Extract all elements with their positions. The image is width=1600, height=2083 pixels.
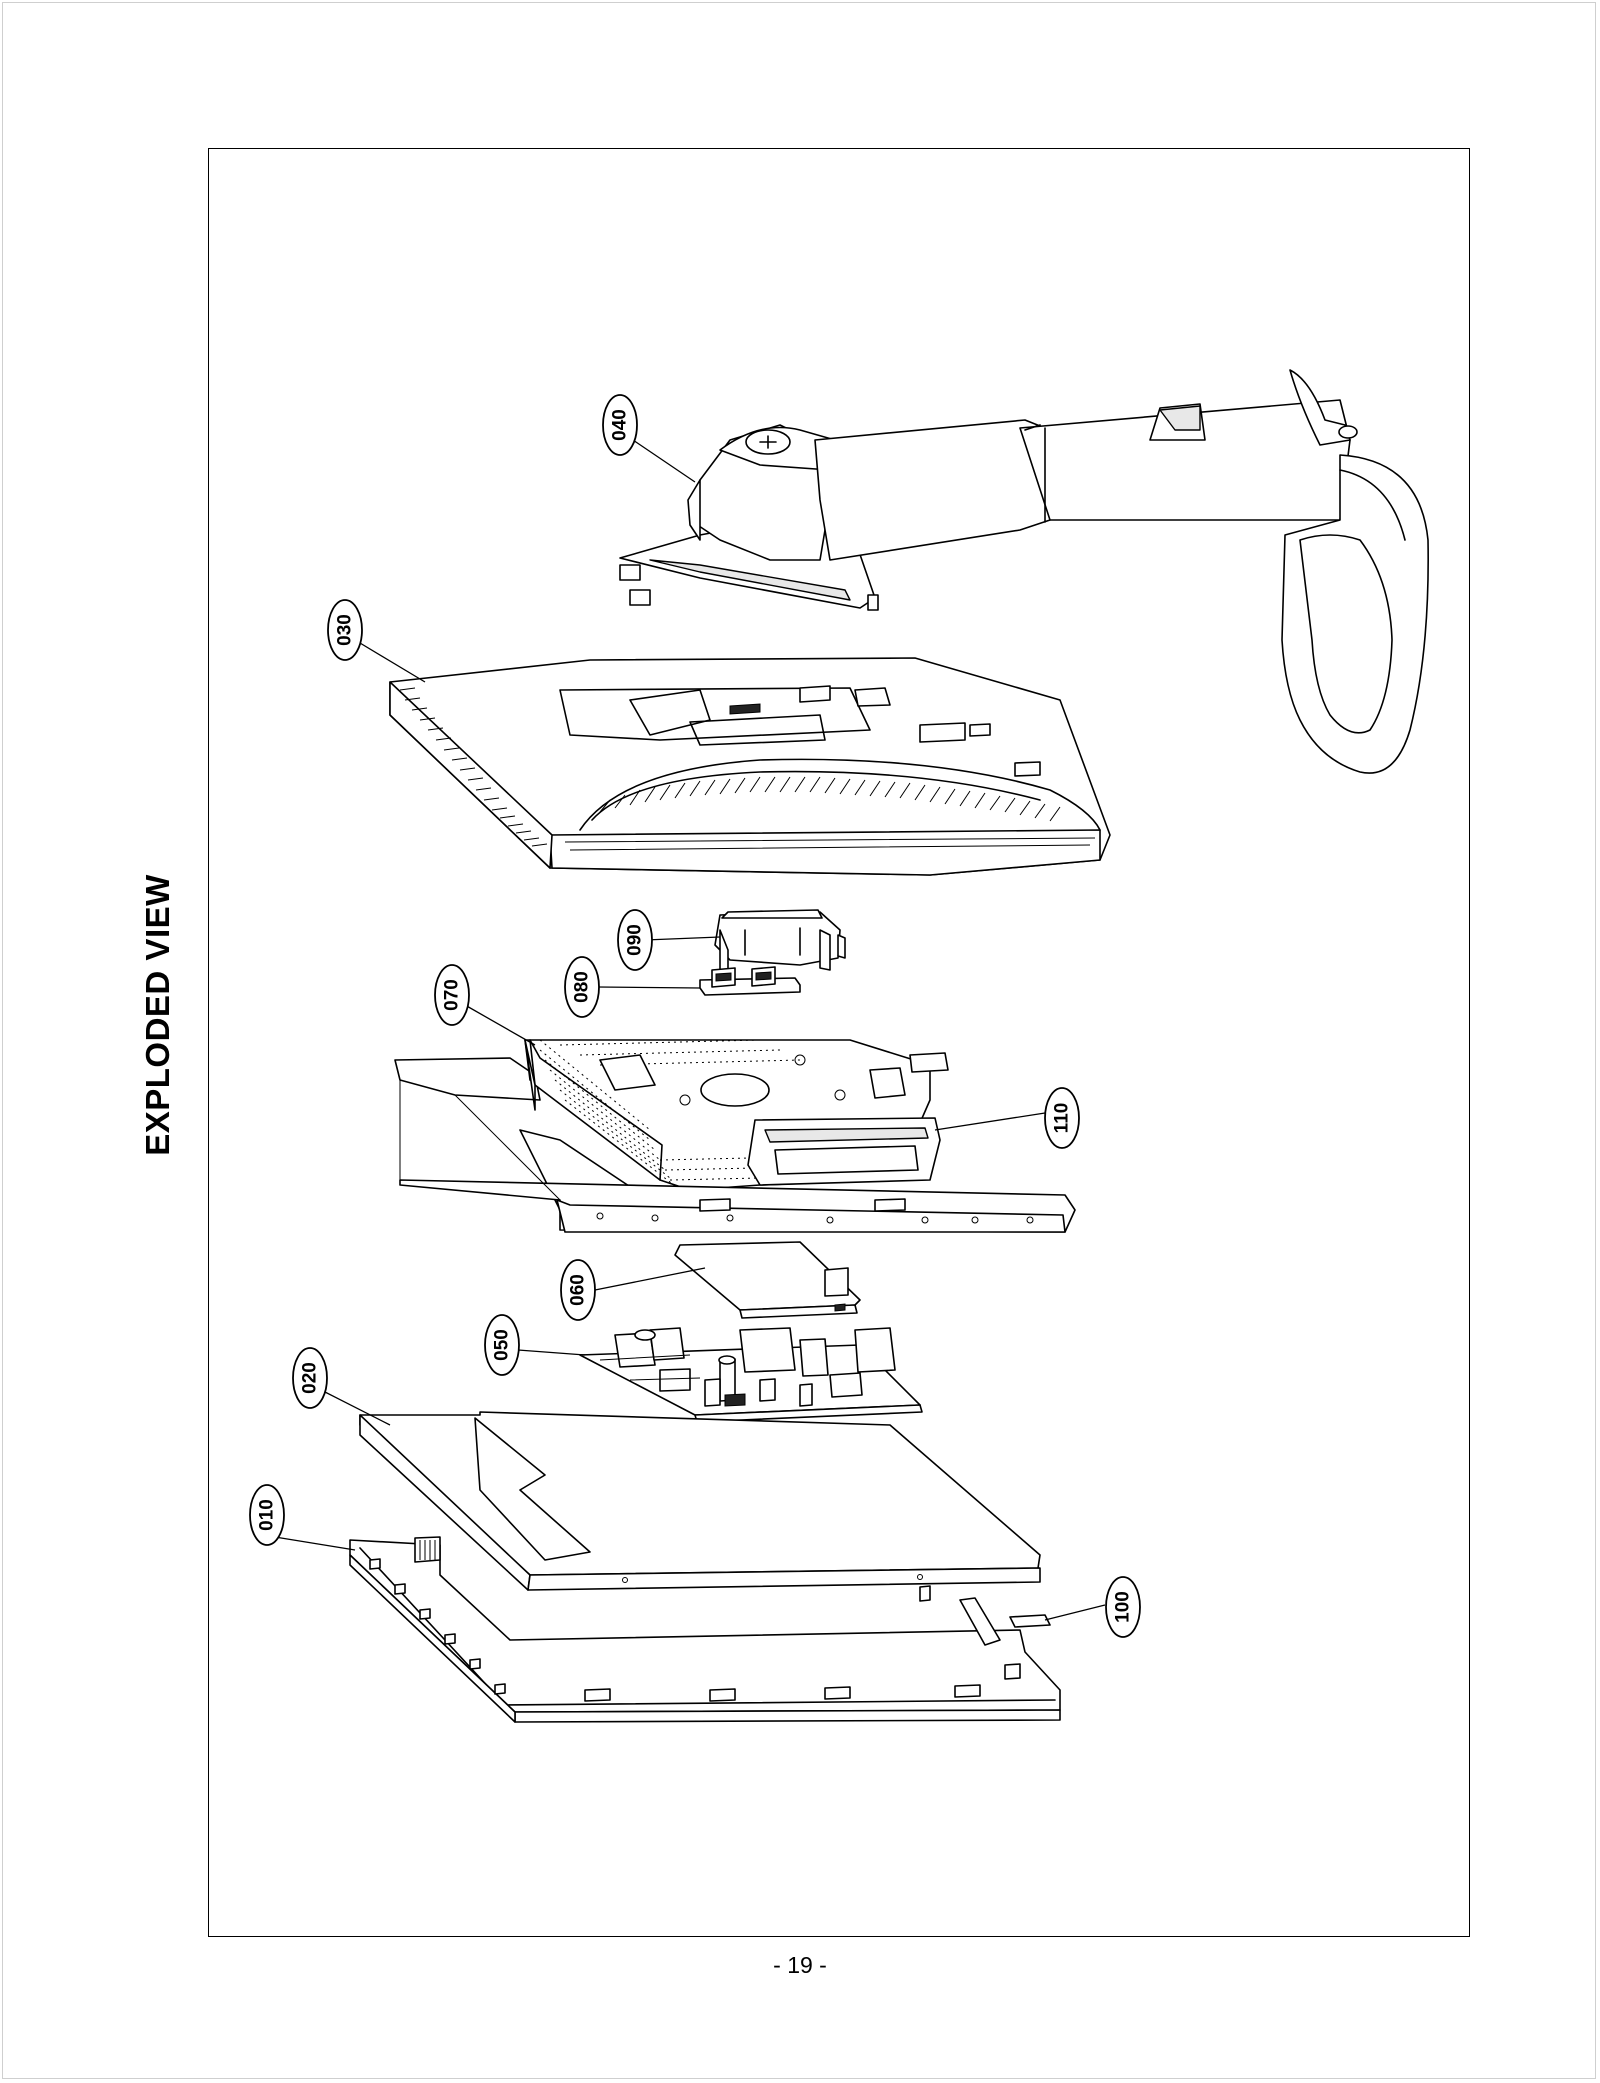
callout-110: 110 xyxy=(1044,1087,1080,1149)
part-050-power-board xyxy=(579,1327,923,1423)
callout-040: 040 xyxy=(602,394,638,456)
callout-060: 060 xyxy=(560,1259,596,1321)
svg-text:030: 030 xyxy=(335,614,356,646)
svg-text:070: 070 xyxy=(442,979,463,1011)
svg-text:060: 060 xyxy=(568,1274,589,1306)
svg-text:080: 080 xyxy=(572,971,593,1003)
back-cover-vent-slots xyxy=(599,776,1061,822)
part-090-bracket xyxy=(714,909,846,976)
page-number: - 19 - xyxy=(773,1952,827,1978)
leader-lines xyxy=(274,437,1106,1621)
part-080-small-board xyxy=(699,966,801,996)
svg-text:040: 040 xyxy=(610,409,631,441)
svg-text:110: 110 xyxy=(1052,1103,1073,1134)
callout-020: 020 xyxy=(292,1347,328,1409)
callout-030: 030 xyxy=(327,599,363,661)
callout-080: 080 xyxy=(564,956,600,1018)
part-060-pcb xyxy=(674,1241,861,1319)
part-100-small-part xyxy=(1009,1614,1051,1628)
callout-100: 100 xyxy=(1105,1576,1141,1638)
callout-070: 070 xyxy=(434,964,470,1026)
svg-text:100: 100 xyxy=(1113,1591,1134,1623)
part-110-speaker-cover xyxy=(747,1067,941,1186)
part-070-chassis xyxy=(394,1039,1076,1233)
callout-090: 090 xyxy=(617,909,653,971)
svg-text:050: 050 xyxy=(492,1329,513,1361)
part-030-back-cover xyxy=(389,657,1111,876)
part-010-front-bezel xyxy=(349,1536,1061,1723)
svg-text:090: 090 xyxy=(625,924,646,956)
part-020-lcd-panel xyxy=(359,1411,1041,1591)
svg-text:020: 020 xyxy=(300,1362,321,1394)
callout-010: 010 xyxy=(249,1484,285,1546)
bezel-clips xyxy=(369,1558,981,1702)
svg-text:010: 010 xyxy=(257,1499,278,1531)
diagram-frame xyxy=(208,148,1470,1937)
part-040-wall-arm xyxy=(619,369,1429,774)
back-cover-side-vents xyxy=(399,687,548,847)
callout-050: 050 xyxy=(484,1314,520,1376)
